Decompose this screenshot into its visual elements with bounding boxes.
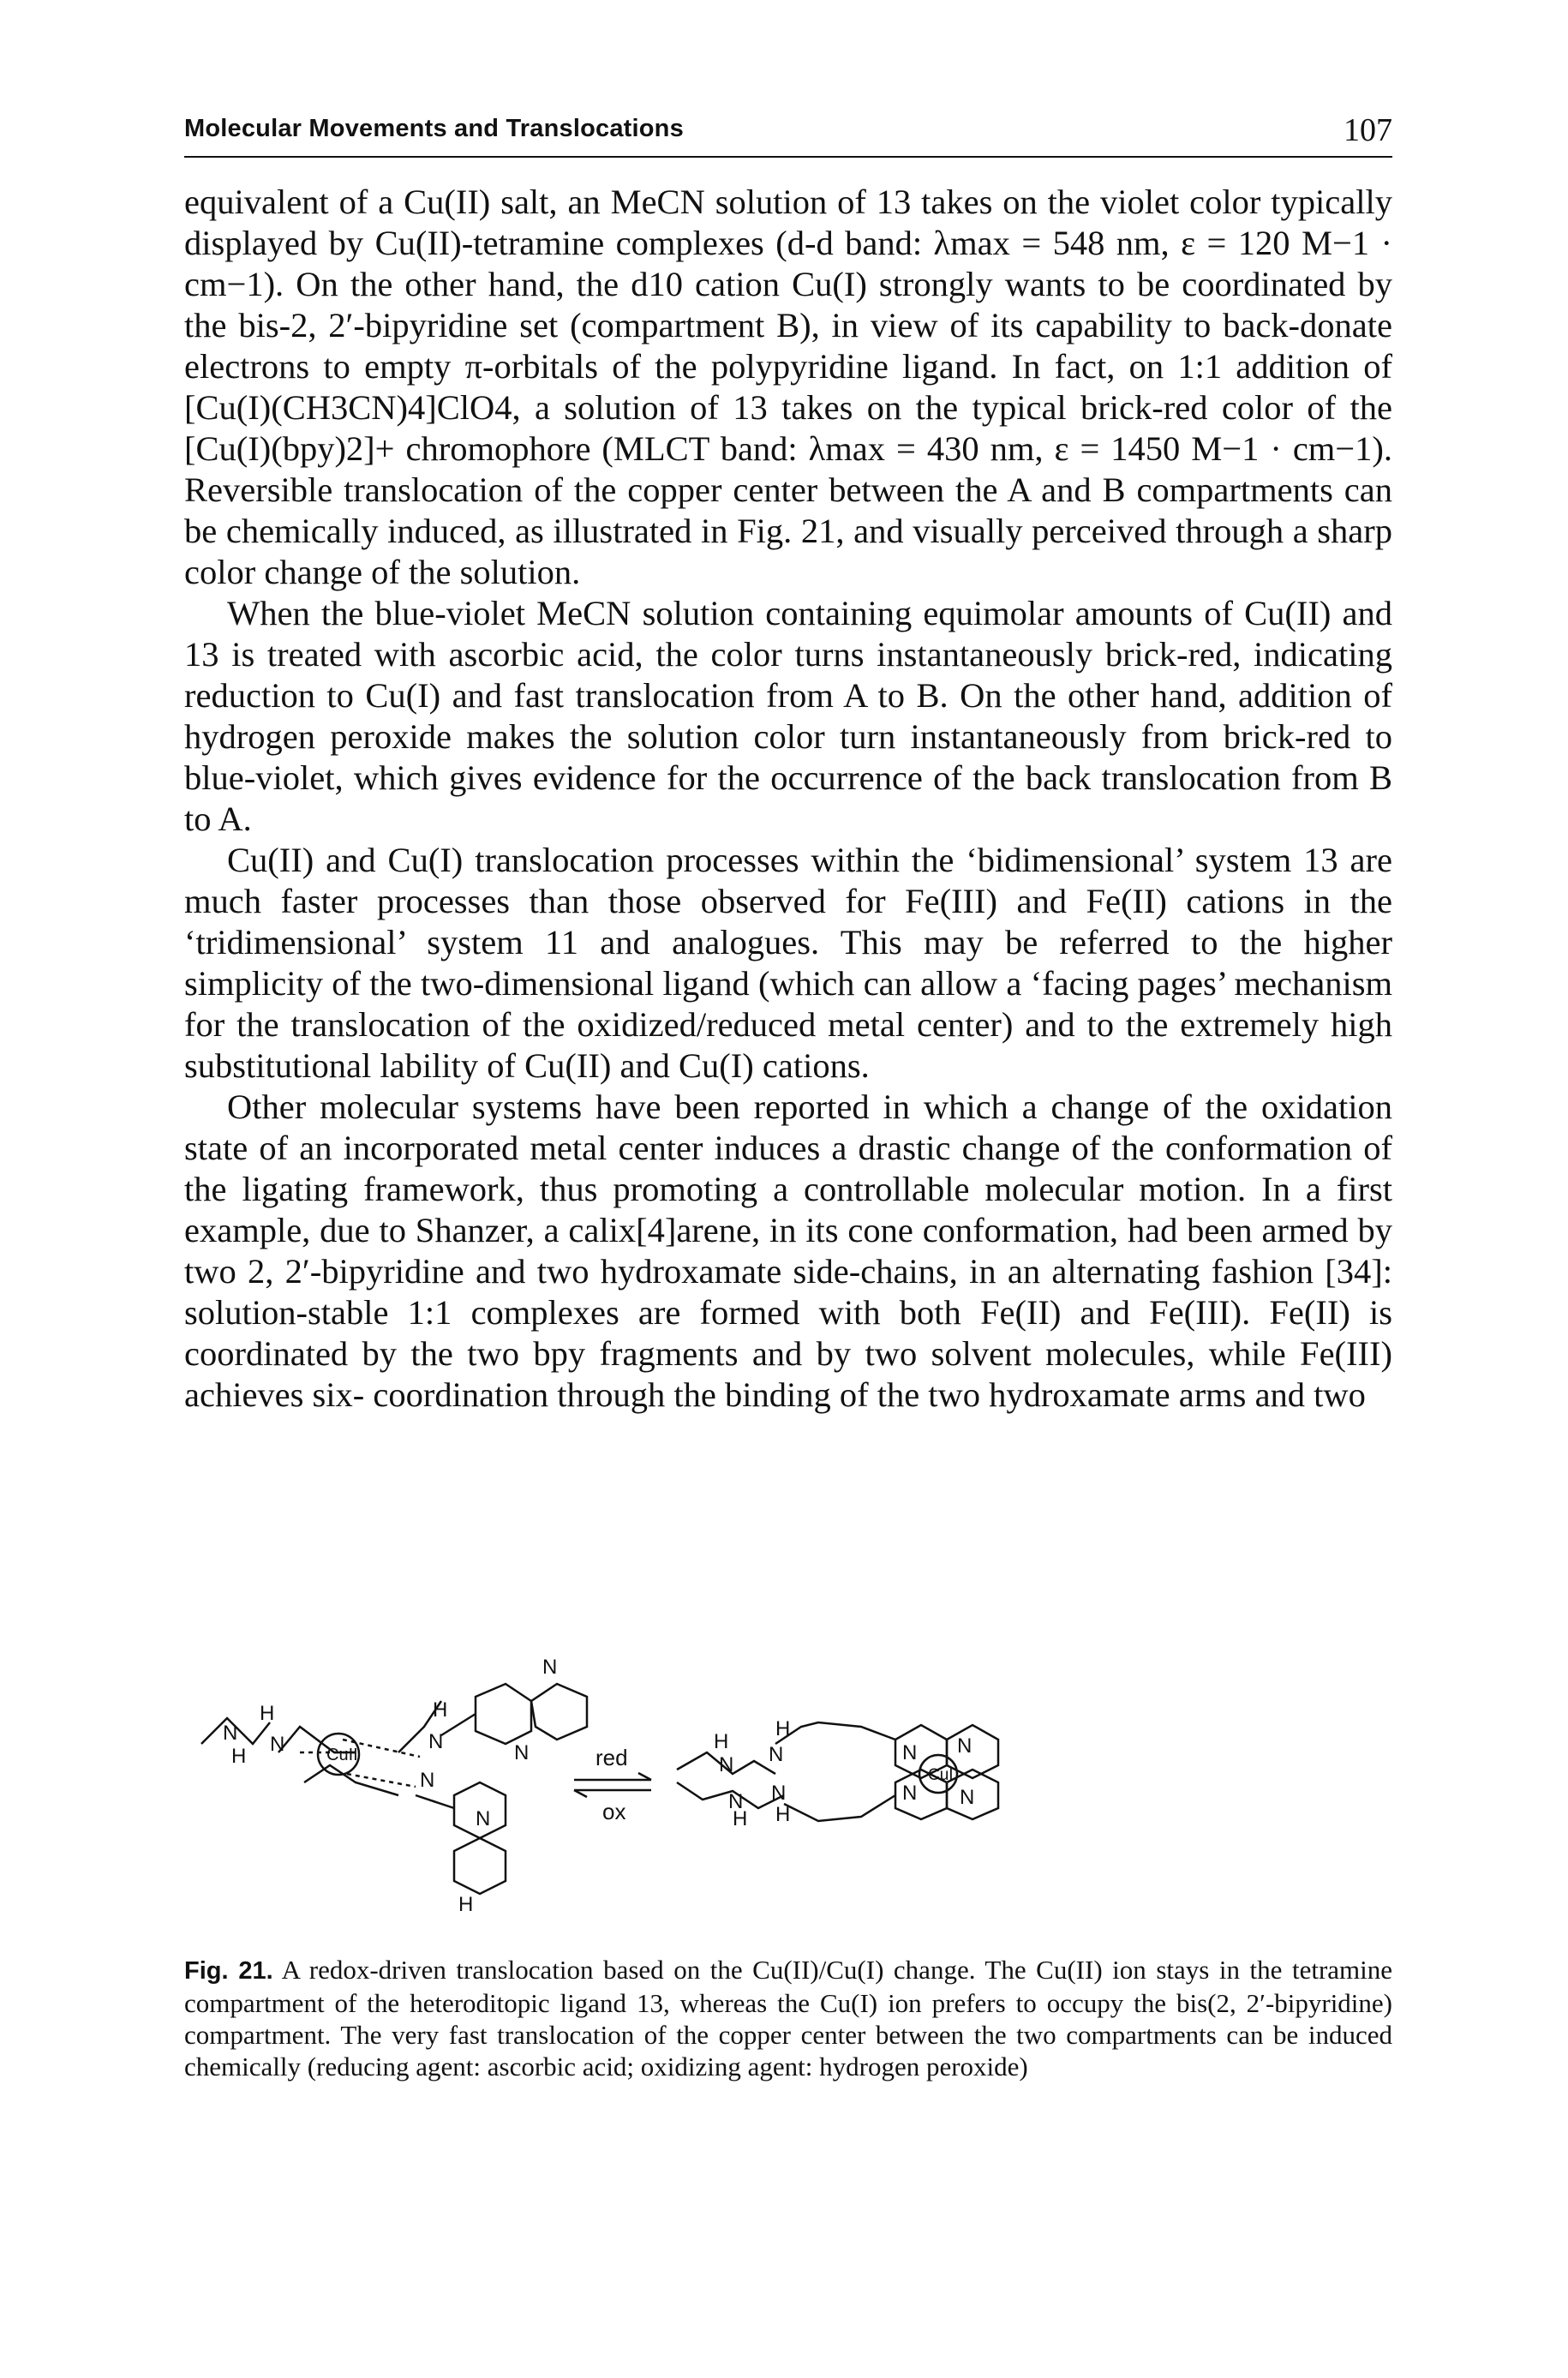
text-line: Cu(I) cations. [679, 1046, 870, 1085]
atom-label: N [270, 1733, 284, 1756]
right-lower-arm [783, 1794, 896, 1823]
text-line: the other hand, addition of hydrogen per… [184, 676, 1392, 756]
caption-line: to occupy the bis(2, 2′-bipyridine) comp… [184, 1988, 1393, 2050]
paragraph-4: Other molecular systems have been report… [184, 1087, 1392, 1416]
text-line: the solution. [409, 553, 581, 591]
text-line: Cu(II) and Cu(I) translocation processes… [227, 841, 1183, 879]
text-line: typically displayed by Cu(II)-tetramine … [184, 183, 1393, 262]
pyridine-ring [452, 1781, 507, 1840]
atom-label: H [775, 1803, 790, 1826]
atom-label: N [428, 1730, 443, 1753]
copper-i-center [918, 1753, 959, 1794]
metal-label: CuI [928, 1766, 954, 1784]
text-line: metal center) and to the extremely high … [184, 1005, 1392, 1085]
equilibrium-arrows: red ox [573, 1745, 652, 1824]
text-line: instantaneously from brick-red to blue-v… [184, 717, 1392, 797]
atom-label: N [960, 1786, 974, 1809]
atom-label: H [260, 1702, 274, 1725]
text-line: molecular motion. In a first example, du… [184, 1170, 1393, 1249]
pyridine-ring [474, 1682, 533, 1746]
caption-label: Fig. 21. [184, 1957, 273, 1985]
pyridine-ring [945, 1723, 1000, 1780]
atom-label: H [714, 1730, 728, 1753]
text-line: referred to the higher simplicity of the… [184, 923, 1392, 1003]
text-line: on the typical brick-red color of the [C… [184, 388, 1392, 468]
metal-label: CuII [326, 1746, 358, 1764]
left-ring-bond-upper [398, 1700, 443, 1753]
bond [440, 1712, 476, 1737]
text-line: equivalent of a Cu(II) salt, an MeCN sol… [184, 183, 1261, 221]
atom-label: N [514, 1741, 529, 1764]
page-number: 107 [1344, 112, 1392, 148]
pyridine-ring [530, 1682, 589, 1741]
pyridine-ring [945, 1768, 1000, 1821]
text-line: complexes are formed with both Fe(II) an… [184, 1293, 1393, 1373]
paragraph-3: Cu(II) and Cu(I) translocation processes… [184, 840, 1392, 1087]
atom-label: N [542, 1656, 557, 1679]
body-text: equivalent of a Cu(II) salt, an MeCN sol… [184, 182, 1392, 1416]
text-line: ε = 120 M−1 · cm−1). On the other hand, … [184, 224, 1393, 303]
atom-label: N [420, 1769, 434, 1792]
text-line: two bpy fragments and by two solvent mol… [184, 1334, 1392, 1414]
forward-arrow-head [637, 1771, 652, 1782]
reverse-arrow-label: ox [602, 1799, 625, 1824]
atom-label: N [957, 1734, 972, 1758]
caption-line: in the tetramine compartment of the hete… [184, 1955, 1393, 2018]
running-header: Molecular Movements and Translocations 1… [184, 111, 1392, 158]
pyridine-ring [452, 1836, 507, 1896]
caption-line: acid; oxidizing agent: hydrogen peroxide… [582, 2052, 1028, 2081]
caption-line: center between the two compartments can … [184, 2020, 1392, 2081]
text-line: conformation of the ligating framework, … [184, 1129, 1392, 1208]
copper-ii-center [316, 1732, 361, 1776]
atom-label: H [433, 1698, 447, 1722]
text-line: Cu(II) and 13 is treated with ascorbic a… [184, 594, 1393, 674]
text-line: coordination through the binding of the … [373, 1375, 1366, 1414]
text-line: as illustrated in Fig. 21, and visually … [184, 512, 1393, 591]
atom-label: N [719, 1753, 733, 1776]
bond [415, 1794, 455, 1810]
paragraph-2: When the blue-violet MeCN solution conta… [184, 593, 1392, 840]
text-line: occurrence of the back translocation fro… [184, 758, 1392, 838]
text-line: When the blue-violet MeCN solution conta… [227, 594, 1233, 632]
text-line: ligand. In fact, on 1:1 addition of [Cu(… [184, 347, 1392, 427]
atom-label: N [223, 1722, 237, 1745]
text-line: be coordinated by the bis-2, 2′-bipyridi… [184, 265, 1393, 344]
atom-label: H [775, 1717, 790, 1740]
text-line: cone conformation, had been armed by two… [184, 1211, 1392, 1291]
atom-label: N [902, 1741, 917, 1764]
atom-label: N [769, 1743, 783, 1766]
figure-caption: Fig. 21. A redox-driven translocation ba… [184, 1954, 1392, 2082]
atom-label: N [771, 1782, 786, 1805]
atom-label: H [458, 1893, 473, 1916]
text-line: brick-red, indicating reduction to Cu(I)… [184, 635, 1393, 715]
text-line: Fe(II) cations in the ‘tridimensional’ s… [184, 882, 1392, 961]
running-title: Molecular Movements and Translocations [184, 115, 684, 142]
text-line: allow a ‘facing pages’ mechanism for the… [184, 964, 1392, 1044]
right-upper-arm [775, 1721, 896, 1746]
text-line: system 13 are much faster processes than… [184, 841, 1392, 920]
reverse-arrow-head [573, 1788, 588, 1799]
atom-label: N [476, 1807, 490, 1830]
caption-line: A redox-driven translocation based on th… [281, 1955, 1210, 1985]
left-ring-chain [200, 1716, 271, 1746]
forward-arrow-label: red [595, 1745, 628, 1770]
text-line: capability to back-donate electrons to e… [184, 306, 1392, 386]
coordination-bond [346, 1772, 416, 1788]
left-structure: CuII H N N H N H N N N N H [200, 1656, 589, 1916]
atom-label: H [231, 1745, 246, 1768]
figure-21: CuII H N N H N H N N N N H red [184, 1624, 1392, 1932]
redox-translocation-scheme: CuII H N N H N H N N N N H red [200, 1656, 1000, 1916]
right-ring-chain [676, 1751, 776, 1776]
text-line: copper center between the A and B compar… [184, 470, 1393, 550]
atom-label: N [728, 1790, 743, 1813]
paragraph-1: equivalent of a Cu(II) salt, an MeCN sol… [184, 182, 1392, 593]
right-structure: H N N H N H N H CuI N N N N [676, 1717, 1000, 1830]
text-line: Other molecular systems have been report… [227, 1087, 1248, 1126]
text-line: band: λmax = 430 nm, ε = 1450 M−1 · cm−1… [184, 429, 1393, 509]
atom-label: N [902, 1782, 917, 1805]
text-line: oxidation state of an incorporated metal… [184, 1087, 1393, 1167]
text-line: hydroxamate side-chains, in an alternati… [184, 1252, 1393, 1332]
atom-label: H [733, 1807, 747, 1830]
right-ring-chain-lower [676, 1781, 785, 1810]
